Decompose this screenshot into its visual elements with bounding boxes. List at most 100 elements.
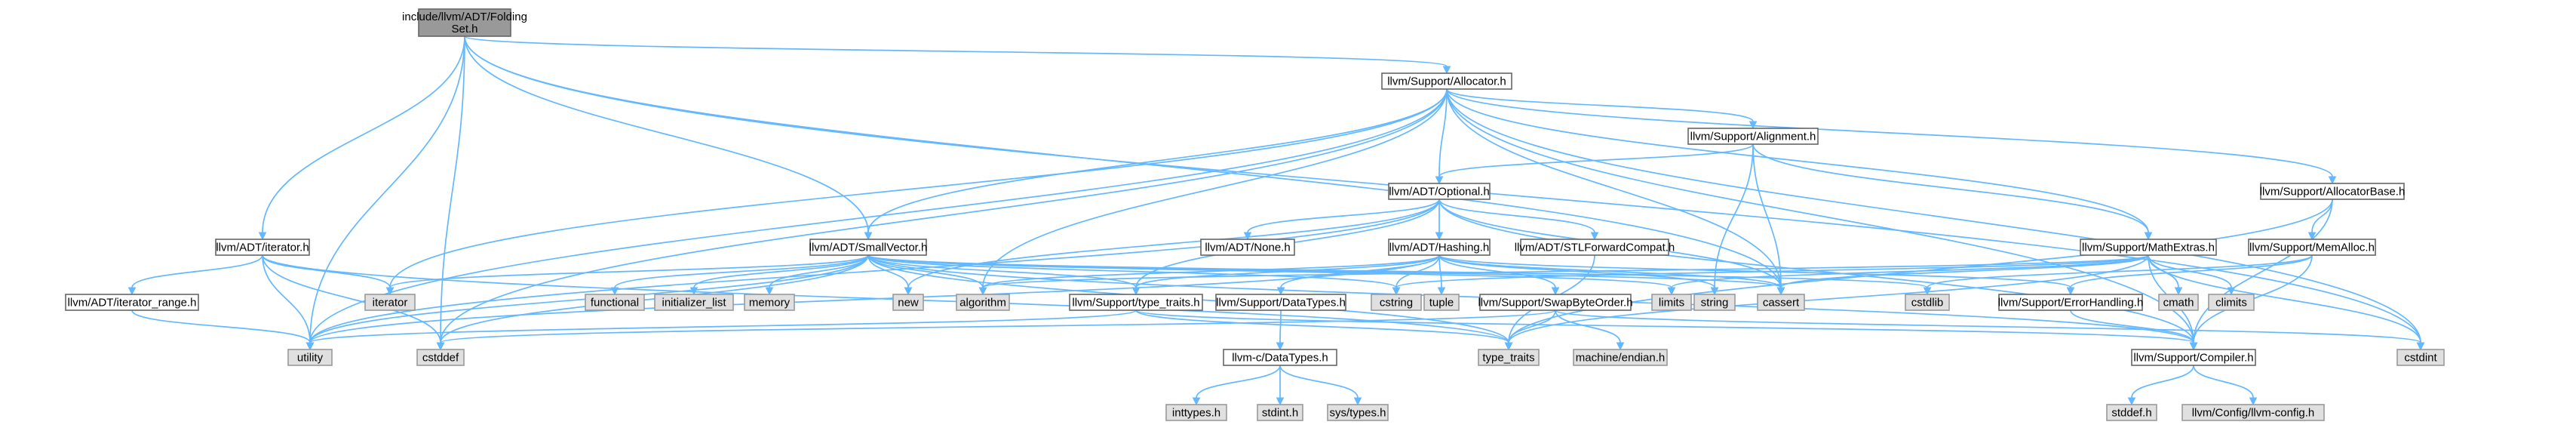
edge-mathextras-to-algorithm — [982, 254, 2149, 288]
node-errorhandling-box — [1998, 294, 2143, 311]
node-cstddef: cstddef — [416, 349, 465, 366]
node-type_traits-label: type_traits — [1482, 352, 1534, 365]
arrowhead-adt_iterator-to-iterator_range — [127, 287, 137, 296]
edge-alignment-to-optional — [1438, 143, 1754, 177]
node-iterator_range[interactable]: llvm/ADT/iterator_range.h — [65, 294, 199, 311]
arrowhead-mathextras-to-cassert — [1776, 287, 1785, 296]
node-hashing[interactable]: llvm/ADT/Hashing.h — [1388, 239, 1491, 256]
node-iterator-box — [364, 294, 416, 311]
node-algorithm: algorithm — [956, 294, 1010, 311]
node-tuple-box — [1423, 294, 1460, 311]
node-limits: limits — [1651, 294, 1692, 311]
edge-mathextras-to-cassert — [1780, 254, 2149, 288]
node-climits: climits — [2208, 294, 2255, 311]
arrowhead-hashing-to-swapbyteorder — [1551, 287, 1560, 296]
arrowhead-allocator-to-smallvector — [864, 232, 873, 241]
node-allocatorbase[interactable]: llvm/Support/AllocatorBase.h — [2260, 183, 2406, 200]
node-utility: utility — [287, 349, 333, 366]
edge-smallvector-to-cstdlib — [867, 254, 1928, 288]
edge-type_traits_h-to-compiler — [1135, 309, 2194, 343]
edge-adt_iterator-to-cstddef — [262, 254, 441, 343]
node-errorhandling[interactable]: llvm/Support/ErrorHandling.h — [1998, 294, 2144, 311]
node-initializer_list-label: initializer_list — [662, 297, 726, 309]
node-allocatorbase-label: llvm/Support/AllocatorBase.h — [2260, 186, 2406, 199]
arrowhead-compiler-to-stddef — [2127, 397, 2136, 406]
node-type_traits_h-label: llvm/Support/type_traits.h — [1072, 297, 1199, 309]
node-mathextras[interactable]: llvm/Support/MathExtras.h — [2080, 239, 2217, 256]
edge-allocator-to-smallvector — [867, 88, 1448, 233]
edge-iterator_range-to-utility — [131, 309, 311, 343]
node-c_datatypes[interactable]: llvm-c/DataTypes.h — [1223, 349, 1337, 366]
node-root-label: Set.h — [451, 23, 477, 35]
node-adt_iterator[interactable]: llvm/ADT/iterator.h — [215, 239, 310, 256]
node-allocatorbase-box — [2260, 183, 2405, 200]
node-c_datatypes-label: llvm-c/DataTypes.h — [1232, 352, 1328, 365]
edge-allocatorbase-to-type_traits — [1508, 199, 2333, 343]
node-datatypes-box — [1215, 294, 1346, 311]
node-cstdint-label: cstdint — [2404, 352, 2437, 365]
edge-allocatorbase-to-compiler — [2193, 199, 2333, 343]
node-compiler[interactable]: llvm/Support/Compiler.h — [2131, 349, 2256, 366]
edge-hashing-to-tuple — [1438, 254, 1442, 288]
node-datatypes-label: llvm/Support/DataTypes.h — [1216, 297, 1346, 309]
edge-smallvector-to-new — [867, 254, 909, 288]
node-optional[interactable]: llvm/ADT/Optional.h — [1388, 183, 1491, 200]
node-cmath-label: cmath — [2163, 297, 2194, 309]
edge-compiler-to-stddef — [2131, 365, 2194, 399]
node-adt_iterator-label: llvm/ADT/iterator.h — [216, 242, 309, 254]
edge-allocator-to-iterator — [389, 88, 1448, 288]
arrowhead-datatypes-to-c_datatypes — [1276, 342, 1285, 351]
node-functional: functional — [585, 294, 645, 311]
node-type_traits-box — [1478, 349, 1540, 366]
node-alignment[interactable]: llvm/Support/Alignment.h — [1687, 128, 1819, 145]
edge-mathextras-to-cstring — [1395, 254, 2149, 288]
node-type_traits: type_traits — [1478, 349, 1540, 366]
node-smallvector[interactable]: llvm/ADT/SmallVector.h — [809, 239, 928, 256]
arrowhead-optional-to-none — [1243, 232, 1252, 241]
node-type_traits_h[interactable]: llvm/Support/type_traits.h — [1069, 294, 1203, 311]
node-string-box — [1693, 294, 1736, 311]
arrowhead-allocatorbase-to-memalloc — [2307, 232, 2317, 241]
node-c_datatypes-box — [1223, 349, 1337, 366]
node-cstddef-label: cstddef — [422, 352, 459, 365]
arrowhead-mathextras-to-limits — [1667, 287, 1676, 296]
node-cstdlib-label: cstdlib — [1911, 297, 1944, 309]
arrowhead-c_datatypes-to-inttypes — [1192, 397, 1201, 406]
node-type_traits_h-box — [1069, 294, 1203, 311]
node-none[interactable]: llvm/ADT/None.h — [1200, 239, 1295, 256]
node-iterator-label: iterator — [373, 297, 408, 309]
node-cstdint: cstdint — [2396, 349, 2445, 366]
edge-root-to-cstddef — [440, 35, 465, 343]
edge-root-to-adt_iterator — [262, 35, 465, 233]
node-memalloc[interactable]: llvm/Support/MemAlloc.h — [2248, 239, 2376, 256]
node-iterator_range-box — [65, 294, 199, 311]
node-stlforward[interactable]: llvm/ADT/STLForwardCompat.h — [1515, 239, 1675, 256]
edge-adt_iterator-to-iterator — [262, 254, 391, 288]
edge-smallvector-to-type_traits_h — [867, 254, 1137, 288]
node-swapbyteorder[interactable]: llvm/Support/SwapByteOrder.h — [1478, 294, 1633, 311]
node-new: new — [892, 294, 924, 311]
arrowhead-optional-to-new — [904, 287, 913, 296]
arrowhead-smallvector-to-functional — [610, 287, 619, 296]
node-smallvector-box — [809, 239, 927, 256]
edge-allocator-to-algorithm — [982, 88, 1448, 288]
node-allocator[interactable]: llvm/Support/Allocator.h — [1381, 72, 1512, 90]
edge-smallvector-to-iterator — [389, 254, 869, 288]
node-initializer_list: initializer_list — [654, 294, 734, 311]
edge-memalloc-to-cstdlib — [1927, 254, 2313, 288]
arrowhead-smallvector-to-memory — [765, 287, 774, 296]
node-limits-box — [1651, 294, 1692, 311]
node-inttypes-box — [1165, 404, 1227, 421]
node-cassert-label: cassert — [1763, 297, 1800, 309]
node-stddef-label: stddef.h — [2111, 407, 2151, 420]
node-llvm_config: llvm/Config/llvm-config.h — [2181, 404, 2325, 421]
edge-type_traits_h-to-type_traits — [1135, 309, 1509, 343]
edge-allocator-to-optional — [1438, 88, 1448, 177]
node-datatypes[interactable]: llvm/Support/DataTypes.h — [1215, 294, 1346, 311]
arrowhead-smallvector-to-iterator — [385, 287, 395, 296]
node-swapbyteorder-box — [1479, 294, 1632, 311]
node-utility-label: utility — [297, 352, 324, 365]
